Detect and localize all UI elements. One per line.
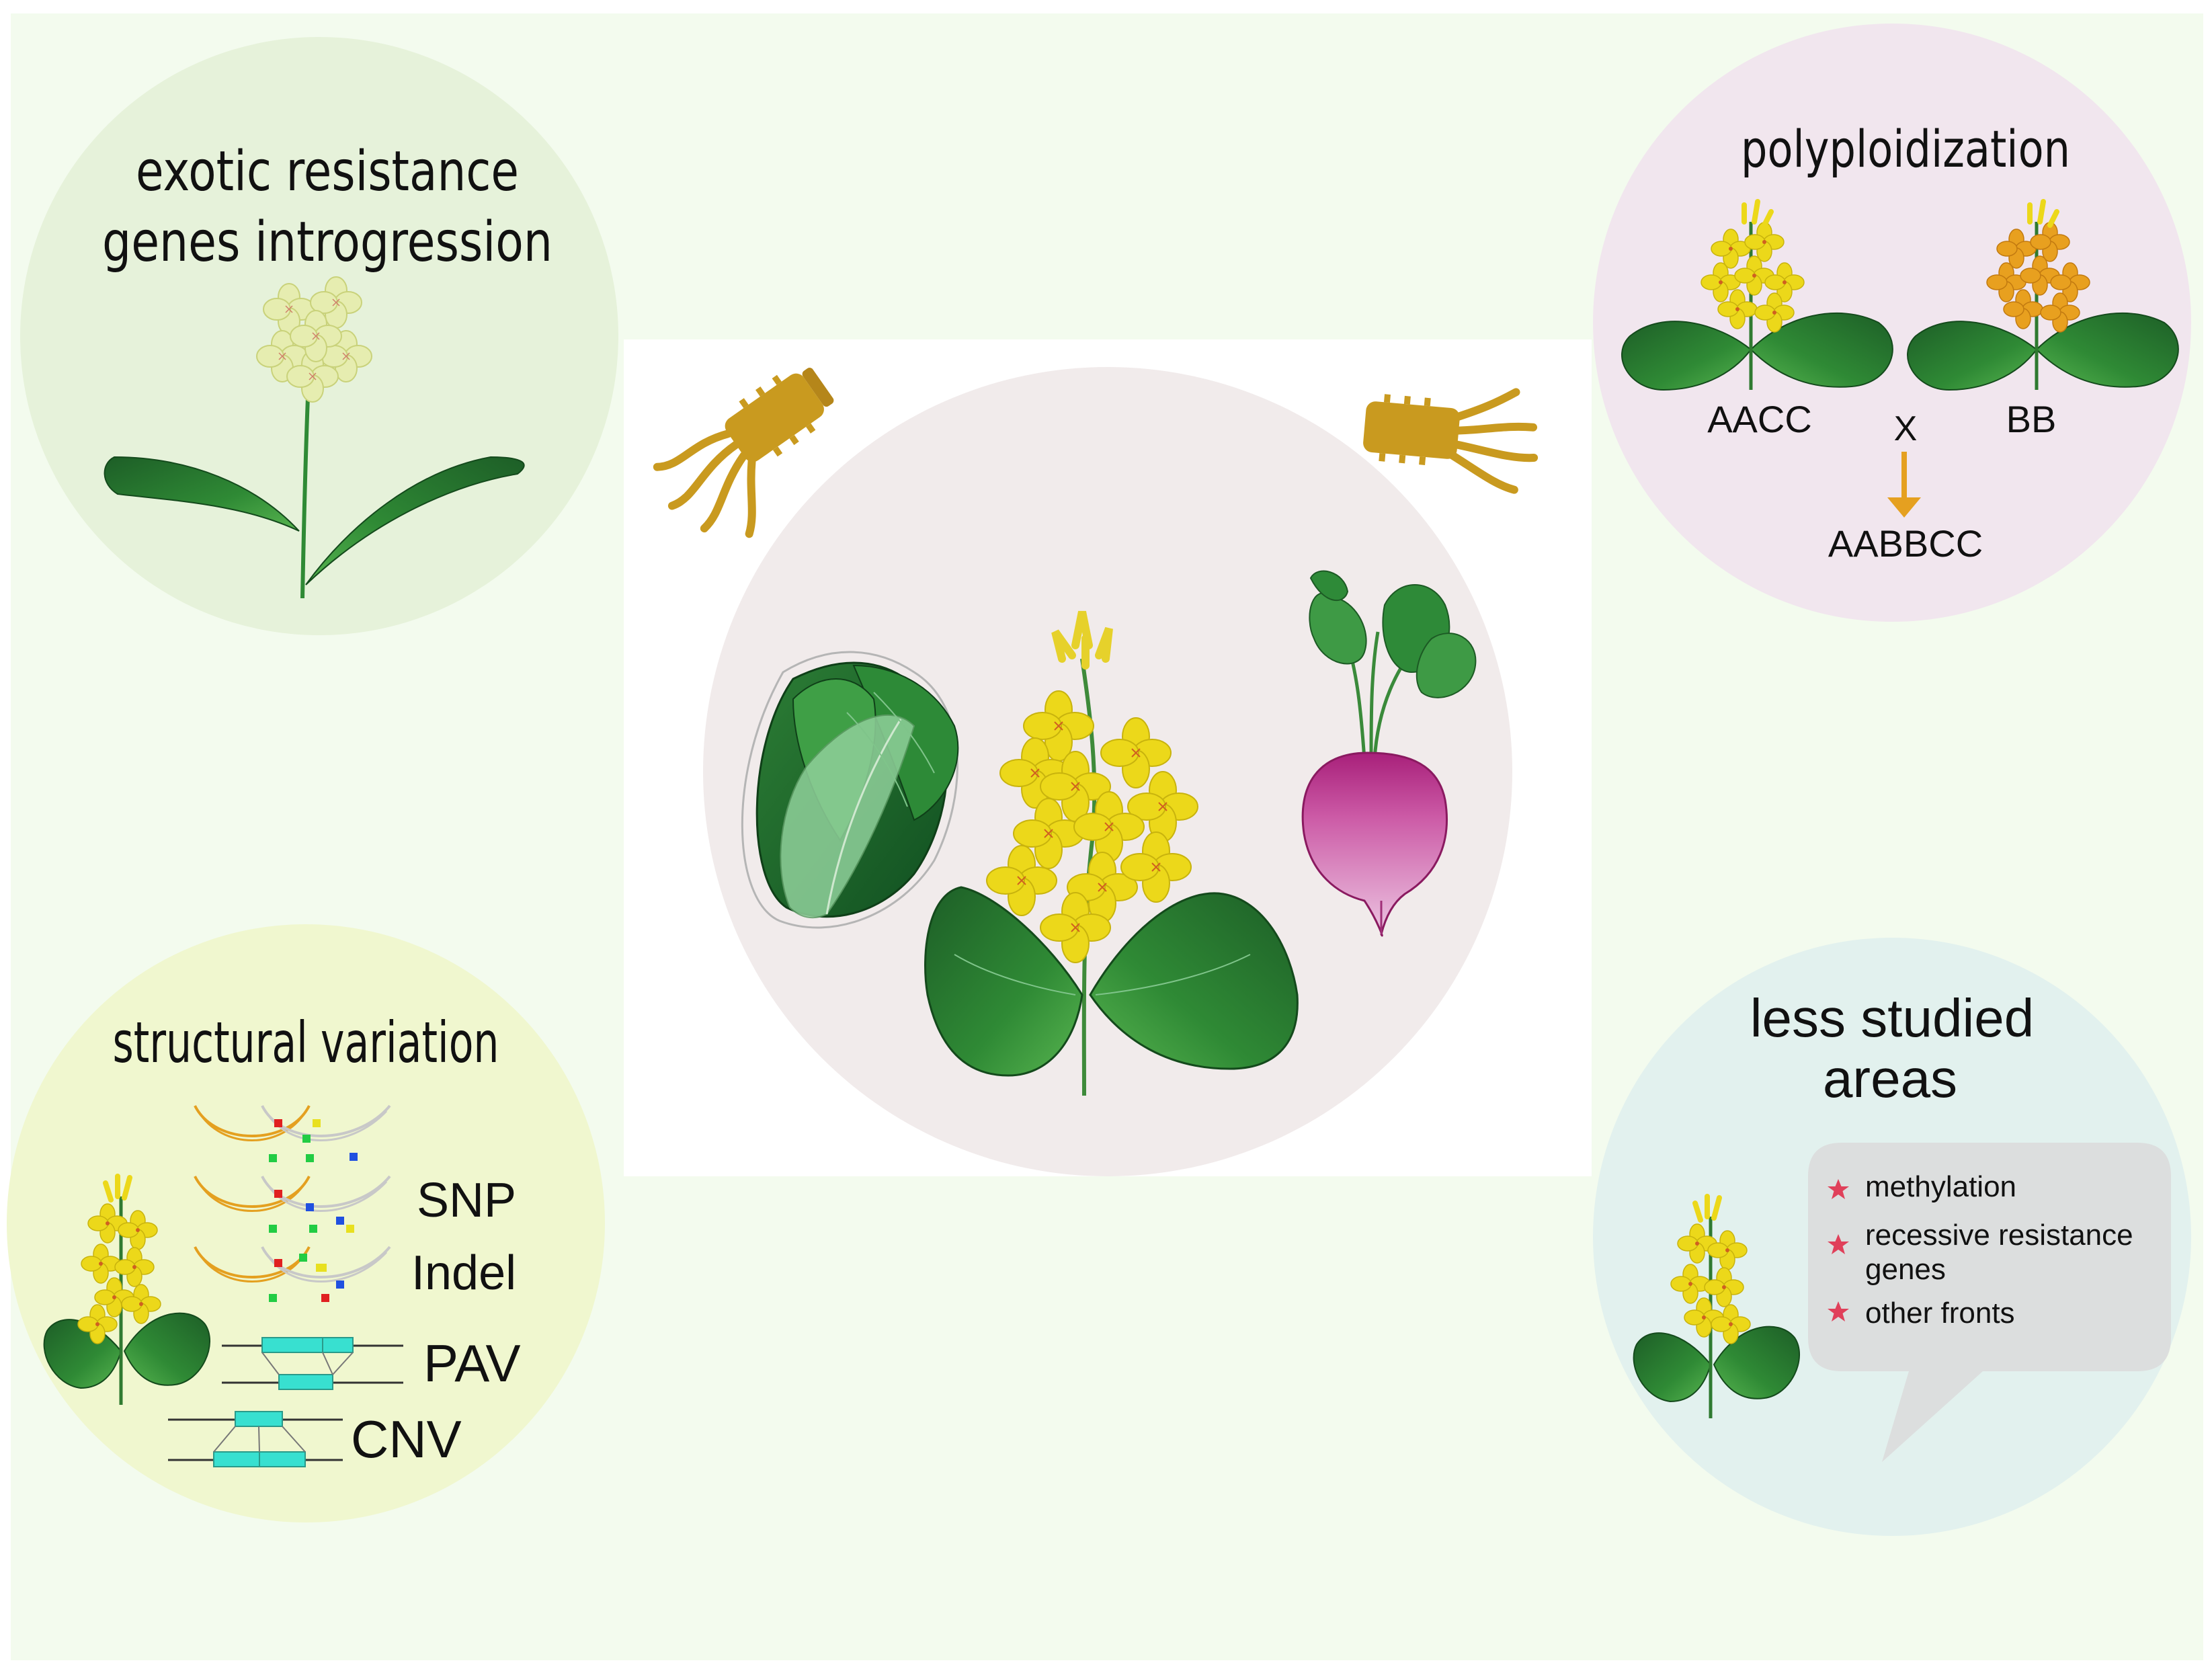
chinese-cabbage-icon [741,651,959,929]
pale-flowering-brassica-icon [104,276,525,599]
cross-symbol: X [1894,409,1918,448]
structural-title: structural variation [113,1010,499,1075]
pathogen-left-icon [653,368,834,538]
flowering-plant-icon [43,1174,211,1405]
cnv-block-icon [168,1411,343,1467]
less-studied-item-2-line1: recessive resistance [1865,1219,2133,1252]
cnv-label: CNV [351,1410,462,1469]
polyploid-title: polyploidization [1741,119,2070,179]
center-circle [703,367,1512,1176]
left-parent-label: AACC [1707,398,1812,440]
snp-label: SNP [417,1174,516,1227]
less-studied-title-line2: areas [1823,1049,1957,1108]
indel-label: Indel [411,1246,516,1300]
yellow-brassica-plant-icon [1621,199,1893,391]
speech-bubble [1808,1143,2171,1462]
flowering-plant-icon [1633,1194,1801,1418]
pav-block-icon [222,1337,403,1390]
rapeseed-plant-icon [924,610,1299,1096]
down-arrow-icon [1887,452,1921,518]
chromosome-pair-icon [194,1104,391,1302]
less-studied-item-3: other fronts [1865,1297,2015,1330]
orange-brassica-plant-icon [1907,199,2179,391]
polyploid-circle [1593,24,2191,622]
introgression-title-line2: genes introgression [102,210,552,274]
pav-label: PAV [423,1334,521,1393]
less-studied-item-2-line2: genes [1865,1253,1946,1286]
introgression-title-line1: exotic resistance [136,140,519,204]
less-studied-title-line1: less studied [1750,988,2034,1048]
offspring-label: AABBCC [1828,522,1983,565]
right-parent-label: BB [2006,398,2057,440]
pathogen-right-icon [1363,388,1539,494]
turnip-icon [1301,570,1477,937]
less-studied-item-1: methylation [1865,1170,2016,1203]
